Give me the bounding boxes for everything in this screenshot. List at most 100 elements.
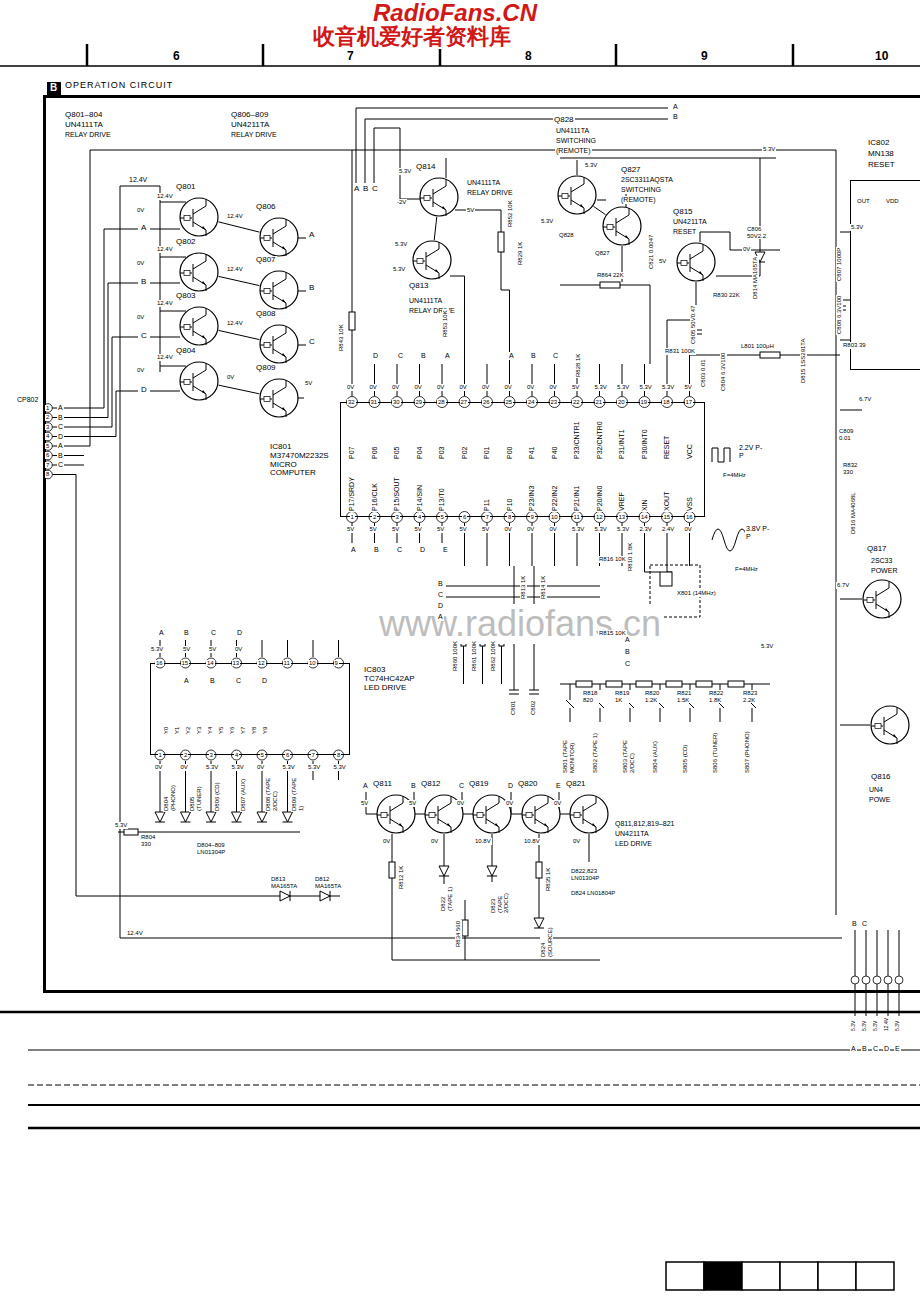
schematic-label: B <box>308 284 315 293</box>
schematic-label: S807 (PHONO) <box>744 724 751 774</box>
transistor-label: Q806 <box>255 203 277 212</box>
schematic-label: 0V <box>234 646 243 653</box>
schematic-label: D <box>507 782 514 790</box>
schematic-label: 5V <box>481 526 490 533</box>
schematic-label: 7 <box>485 514 490 521</box>
transistor-symbol: Q807 <box>259 270 299 310</box>
ic-chip: IC803 TC74HC42AP LED DRIVE <box>150 663 350 755</box>
schematic-label: R832 330 <box>842 462 866 475</box>
schematic-label: VREF <box>618 491 626 512</box>
schematic-label: D <box>57 433 64 441</box>
schematic-label: C <box>210 629 217 637</box>
transistor-outline <box>259 378 299 418</box>
schematic-label: R821 1.5K <box>676 690 702 703</box>
schematic-label: 0V <box>382 838 391 845</box>
schematic-label: 3 <box>45 424 50 431</box>
schematic-label: D822 (TAPE 1) <box>440 884 453 912</box>
schematic-label: UN4 <box>868 786 884 794</box>
schematic-label: R829 1K <box>517 241 524 266</box>
schematic-label: A <box>308 231 315 240</box>
schematic-label: R814 1K <box>540 575 547 600</box>
schematic-label: P33/CNTR1 <box>573 420 581 460</box>
schematic-label: Y0 <box>163 726 170 735</box>
schematic-label: Y3 <box>196 726 203 735</box>
schematic-label: P17/SRDY <box>348 476 356 512</box>
schematic-label: C <box>458 782 465 790</box>
schematic-label: F=4MHz <box>734 566 759 573</box>
schematic-label: 5.3V <box>333 764 347 771</box>
transistor-outline <box>179 361 219 401</box>
schematic-label: R862 100K <box>490 640 497 672</box>
schematic-label: 5.3V <box>661 384 675 391</box>
schematic-label: C <box>437 591 444 599</box>
schematic-label: 5.3V <box>616 384 630 391</box>
schematic-label: 0V <box>136 314 145 321</box>
schematic-label: 5.3V <box>895 1020 901 1032</box>
schematic-label: 0V <box>414 384 423 391</box>
transistor-symbol: Q817 <box>862 579 902 619</box>
schematic-label: D <box>419 546 426 554</box>
schematic-label: 12.4V <box>226 213 244 220</box>
schematic-label: 13 <box>232 660 241 667</box>
schematic-label: 4 <box>417 514 422 521</box>
pin-lines <box>352 364 690 396</box>
schematic-label: P10 <box>506 498 514 512</box>
schematic-label: RELAY DRIVE <box>466 189 514 197</box>
schematic-label: 0V <box>504 384 513 391</box>
schematic-label: (REMOTE) <box>555 147 592 155</box>
schematic-label: D <box>883 1045 890 1053</box>
grid-number: 6 <box>172 50 181 63</box>
schematic-label: 12.4V <box>156 193 174 200</box>
schematic-label: 0V <box>553 800 562 807</box>
schematic-label: R819 1K <box>614 690 638 703</box>
schematic-label: D807 (AUX) <box>240 772 247 812</box>
schematic-label: R828 1K <box>575 353 582 378</box>
schematic-label: 5.3V <box>594 526 608 533</box>
transistor-outline <box>259 270 299 310</box>
transistor-label: Q811 <box>372 780 393 789</box>
schematic-label: S801 (TAPE MONITOR) <box>562 724 575 774</box>
schematic-label: 5V <box>466 207 475 214</box>
schematic-label: 6.7V <box>858 396 872 403</box>
transistor-symbol: Q802 <box>179 252 219 292</box>
schematic-label: 6 <box>462 514 467 521</box>
transistor-outline <box>676 242 716 282</box>
transistor-label: Q812 <box>420 780 442 789</box>
schematic-label: A <box>158 629 165 637</box>
schematic-label: 4 <box>45 433 50 440</box>
schematic-label: B <box>57 414 64 422</box>
schematic-label: RELAY DRIVE <box>64 131 112 139</box>
schematic-label: C <box>861 920 868 928</box>
schematic-label: 5V <box>459 526 468 533</box>
transistor-label: Q814 <box>415 163 437 172</box>
schematic-label: XOUT <box>663 491 671 512</box>
schematic-label: C <box>624 660 631 668</box>
wire-connector <box>219 385 260 394</box>
wire <box>356 108 668 199</box>
schematic-label: C <box>872 1045 879 1053</box>
schematic-label: C <box>371 185 379 194</box>
schematic-label: D824 (SOURCE) <box>540 930 553 958</box>
schematic-label: 3 <box>395 514 400 521</box>
page-index-boxes <box>666 1262 894 1290</box>
schematic-label: 1 <box>158 752 163 759</box>
page-rules <box>0 1012 920 1128</box>
transistor-symbol: Q809 <box>259 378 299 418</box>
schematic-label: 3 <box>209 752 214 759</box>
schematic-label: E <box>894 1045 901 1053</box>
schematic-label: P22/IN2 <box>551 485 559 512</box>
schematic-label: D816 MA4068L <box>850 491 857 535</box>
schematic-label: 23 <box>550 399 559 406</box>
section-tag: B <box>47 82 61 95</box>
schematic-label: 12.4V <box>226 266 244 273</box>
schematic-label: R803 39 <box>842 342 867 349</box>
schematic-label: R835 1K <box>545 867 552 892</box>
schematic-label: A <box>437 613 444 621</box>
schematic-label: D805 (TUNER) <box>189 772 202 812</box>
schematic-label: 0V <box>136 207 145 214</box>
schematic-label: 3.8V P-P <box>745 525 771 540</box>
schematic-label: 0V <box>549 526 558 533</box>
schematic-label: 0V <box>481 384 490 391</box>
schematic-label: 1 <box>350 514 355 521</box>
